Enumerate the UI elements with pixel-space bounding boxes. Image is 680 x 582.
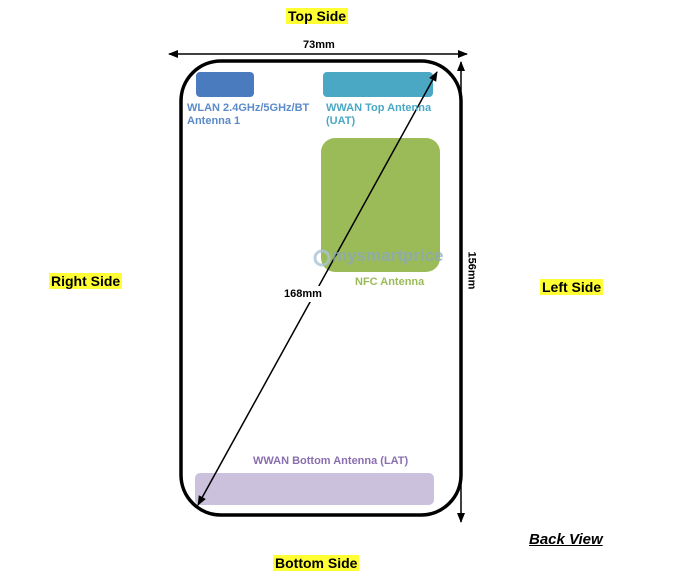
watermark: mysmartprice (332, 246, 444, 265)
nfc-antenna-label: NFC Antenna (355, 276, 425, 288)
wlan-label-line2: Antenna 1 (187, 115, 241, 127)
wlan-label-line1: WLAN 2.4GHz/5GHz/BT (187, 102, 310, 114)
bottom-side-label: Bottom Side (273, 555, 360, 571)
height-dimension: 156mm (465, 251, 478, 290)
wwan-top-label-line2: (UAT) (326, 115, 356, 127)
watermark-logo-icon (313, 249, 331, 267)
wwan-top-label-line1: WWAN Top Antenna (326, 102, 432, 114)
left-side-label: Left Side (540, 279, 604, 295)
wwan-bottom-antenna (195, 473, 434, 505)
wwan-bottom-antenna-label: WWAN Bottom Antenna (LAT) (253, 455, 409, 467)
right-side-label: Right Side (49, 273, 123, 289)
wlan-antenna (196, 72, 254, 97)
back-view-label: Back View (529, 531, 603, 548)
top-side-label: Top Side (286, 8, 349, 24)
wwan-top-antenna (323, 72, 433, 97)
wwan-top-antenna-label: WWAN Top Antenna (UAT) (326, 102, 431, 128)
width-dimension: 73mm (303, 39, 335, 51)
diagonal-dimension: 168mm (284, 288, 322, 300)
wlan-antenna-label: WLAN 2.4GHz/5GHz/BT Antenna 1 (187, 102, 309, 128)
